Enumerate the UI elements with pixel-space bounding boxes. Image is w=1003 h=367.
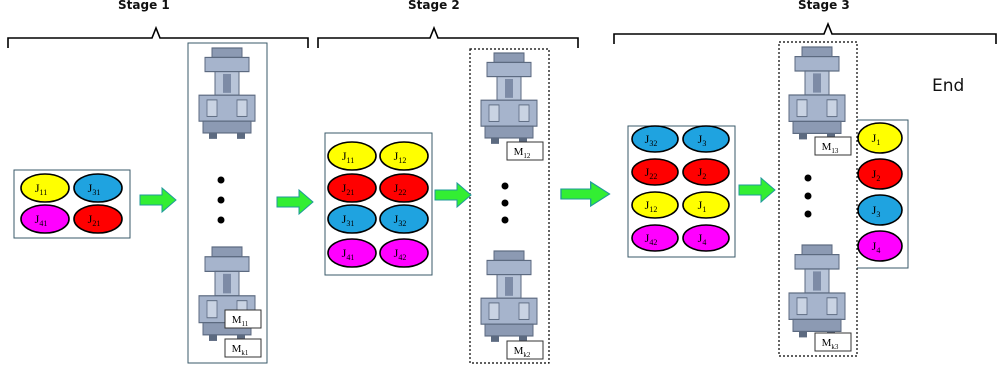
machine-label: M12 [506,141,544,161]
svg-text:Mk3: Mk3 [822,337,839,351]
job-label: J32 [394,212,407,228]
job-label: J31 [342,212,355,228]
machine-label: Mk1 [224,338,262,358]
job-ellipse: J3 [857,194,903,226]
ellipsis-dots-stage-2 [501,182,509,224]
stage-3-title: Stage 3 [798,0,850,12]
job-ellipse: J42 [379,238,429,268]
job-ellipse: J41 [20,204,70,234]
flow-arrow-icon [139,187,177,213]
job-ellipse: J2 [682,158,730,186]
job-label: J4 [872,239,881,255]
job-ellipse: J11 [20,173,70,203]
stage-1-brace [7,25,309,48]
job-ellipse: J32 [379,204,429,234]
job-label: J2 [872,167,881,183]
machine-label: M11 [224,309,262,329]
job-label: J21 [88,212,101,228]
job-ellipse: J31 [73,173,123,203]
stage-1-title: Stage 1 [118,0,170,12]
job-ellipse: J11 [327,141,377,171]
stage-2-title: Stage 2 [408,0,460,12]
svg-text:M11: M11 [232,314,249,328]
job-label: J41 [35,212,48,228]
machine-label: M13 [814,136,852,156]
job-label: J22 [645,165,658,181]
job-label: J31 [88,181,101,197]
job-label: J42 [645,231,658,247]
flow-arrow-icon [738,177,776,203]
flow-arrow-icon [560,181,611,207]
svg-text:M13: M13 [822,141,839,155]
job-ellipse: J1 [857,122,903,154]
ellipsis-dots-stage-1 [217,176,225,224]
stage-2-brace [317,25,579,48]
job-ellipse: J21 [73,204,123,234]
job-label: J32 [645,132,658,148]
svg-text:M12: M12 [514,146,531,160]
job-label: J3 [698,132,707,148]
ellipsis-dots-stage-3 [804,174,812,218]
machine-label: Mk2 [506,340,544,360]
job-label: J11 [35,181,47,197]
job-label: J12 [645,198,658,214]
job-label: J42 [394,246,407,262]
job-ellipse: J4 [682,224,730,252]
job-label: J4 [698,231,707,247]
job-ellipse: J4 [857,230,903,262]
flow-arrow-icon [276,189,314,215]
stage-3-brace [613,21,997,44]
job-ellipse: J1 [682,191,730,219]
job-ellipse: J22 [379,173,429,203]
job-ellipse: J31 [327,204,377,234]
job-ellipse: J21 [327,173,377,203]
svg-text:Mk1: Mk1 [232,343,249,357]
end-label: End [932,76,965,96]
job-label: J12 [394,149,407,165]
job-ellipse: J3 [682,125,730,153]
job-ellipse: J42 [631,224,679,252]
machine-label: Mk3 [814,332,852,352]
job-label: J1 [872,131,881,147]
flow-arrow-icon [434,182,472,208]
job-ellipse: J41 [327,238,377,268]
job-label: J1 [698,198,707,214]
svg-text:Mk2: Mk2 [514,345,531,359]
job-ellipse: J12 [631,191,679,219]
job-ellipse: J2 [857,158,903,190]
job-ellipse: J32 [631,125,679,153]
job-label: J22 [394,181,407,197]
job-ellipse: J12 [379,141,429,171]
job-label: J11 [342,149,354,165]
job-label: J3 [872,203,881,219]
job-label: J2 [698,165,707,181]
job-label: J41 [342,246,355,262]
job-ellipse: J22 [631,158,679,186]
job-label: J21 [342,181,355,197]
